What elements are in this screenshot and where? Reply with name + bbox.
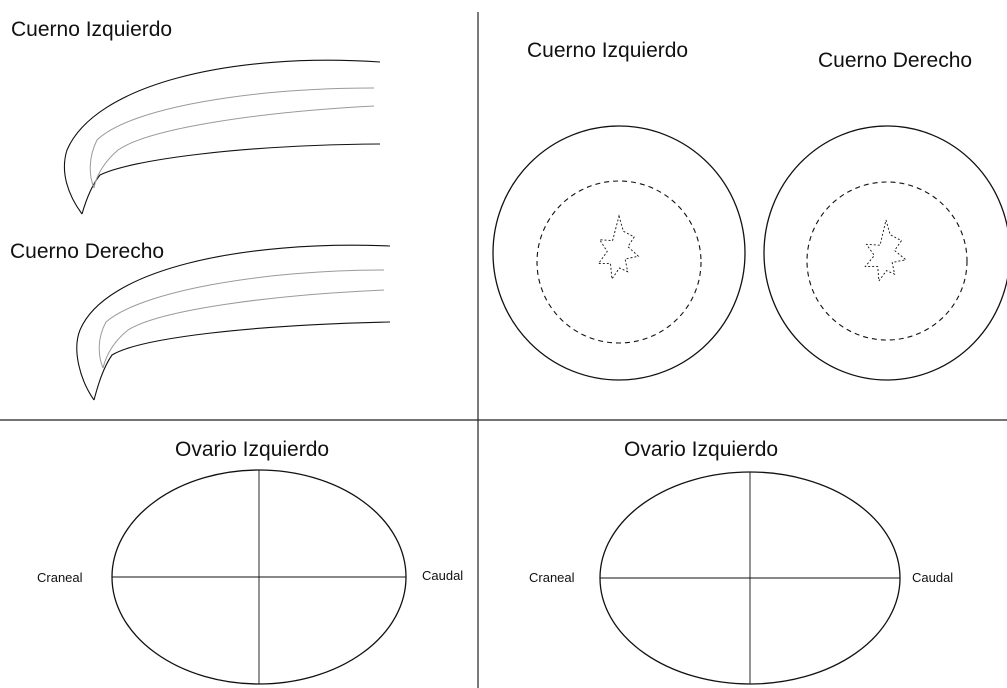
right-horn-outer-circle [763,125,1007,381]
left-horn-outer-circle [492,125,746,381]
top-right-left-horn-label: Cuerno Izquierdo [527,39,689,62]
ovary-left-diagram [111,469,407,685]
left-horn-inner-bottom [93,105,375,189]
ovary-right-diagram [599,471,901,685]
right-horn-outer-top [76,244,391,401]
bottom-right-caudal-label: Caudal [912,570,954,585]
left-horn-endometrium-dashed [536,180,702,344]
bottom-left-cranial-label: Craneal [37,570,83,585]
right-horn-lumen-star [864,219,907,283]
left-horn-cross-section [492,125,746,381]
bottom-left-caudal-label: Caudal [422,568,464,583]
right-horn-longitudinal [76,244,391,401]
left-horn-outer-top [63,59,381,215]
left-horn-longitudinal [63,59,381,215]
bottom-right-cranial-label: Craneal [529,570,575,585]
right-horn-outer-bottom [93,321,391,401]
top-left-right-horn-label: Cuerno Derecho [10,240,165,263]
top-left-left-horn-label: Cuerno Izquierdo [11,18,173,41]
right-horn-endometrium-dashed [806,181,968,341]
right-horn-inner-bottom [102,289,385,369]
right-horn-inner-top [98,269,385,369]
left-horn-lumen-star [597,214,640,281]
bottom-right-ovary-title: Ovario Izquierdo [624,438,779,461]
right-horn-cross-section [763,125,1007,381]
bottom-left-ovary-title: Ovario Izquierdo [175,438,330,461]
top-right-right-horn-label: Cuerno Derecho [818,49,973,72]
left-horn-inner-top [89,87,375,189]
left-horn-outer-bottom [81,143,381,215]
